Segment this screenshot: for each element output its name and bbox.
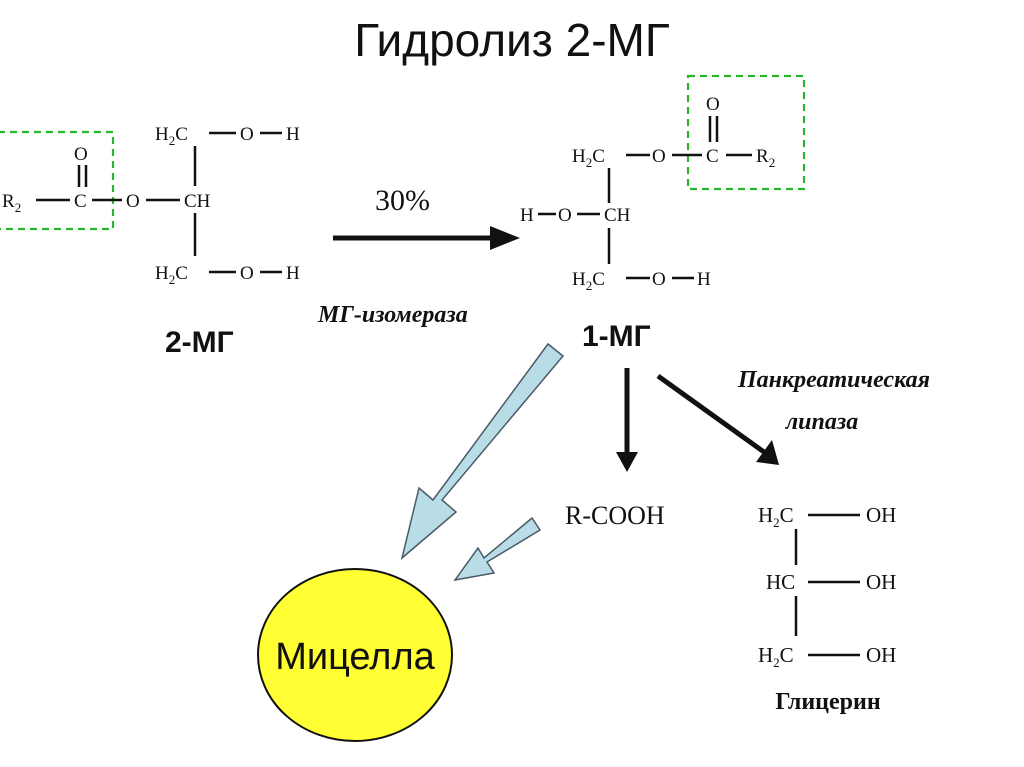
mg1-top-carbon: H2C: [572, 146, 605, 170]
mg2-structure: O R2 C O H2C O H CH H2C O H 2-МГ: [0, 124, 300, 359]
glycerol-middle-oh: OH: [866, 570, 896, 594]
mg2-top-carbon: H2C: [155, 124, 188, 148]
mg2-bottom-carbon: H2C: [155, 263, 188, 287]
mg1-r-group: R2: [756, 146, 775, 170]
mg2-top-oxygen: O: [240, 124, 254, 145]
mg2-carbonyl-oxygen: O: [74, 144, 88, 165]
mg2-acyl-carbon: C: [74, 191, 87, 212]
isomerization-arrow-head: [490, 226, 520, 250]
mg1-label: 1-МГ: [582, 320, 651, 353]
mg1-carbonyl-oxygen: O: [706, 94, 720, 115]
mg1-acyl-carbon: C: [706, 146, 719, 167]
glycerol-arrow-shaft: [656, 373, 766, 455]
lipase-label-line-2: липаза: [785, 409, 858, 435]
micelle: Мицелла: [257, 568, 453, 742]
mg1-middle-ch: CH: [604, 205, 631, 226]
glycerol-label: Глицерин: [775, 689, 881, 715]
glycerol-top-carbon: H2C: [758, 503, 794, 530]
mg2-label: 2-МГ: [165, 326, 234, 359]
micelle-ellipse: [257, 568, 453, 742]
isomerization-percent: 30%: [375, 184, 430, 217]
isomerization-step: 30% МГ-изомераза: [317, 184, 520, 328]
mg1-to-micelle-arrow: [400, 342, 565, 561]
mg2-ester-oxygen: O: [126, 191, 140, 212]
glycerol-bottom-carbon: H2C: [758, 643, 794, 670]
mg1-bottom-carbon: H2C: [572, 269, 605, 293]
page-title: Гидролиз 2-МГ: [354, 14, 670, 66]
mg2-bottom-oxygen: O: [240, 263, 254, 284]
lipase-step: Панкреатическая липаза: [616, 367, 930, 472]
glycerol-arrow-head: [756, 440, 779, 465]
fatty-acid-label: R-COOH: [565, 501, 665, 530]
lipase-label-line-1: Панкреатическая: [737, 367, 930, 393]
mg1-middle-h: H: [520, 205, 534, 226]
acid-to-micelle-arrow: [453, 516, 542, 582]
mg2-r-group: R2: [2, 191, 21, 215]
mg1-bottom-hydrogen: H: [697, 269, 711, 290]
acid-arrow-head: [616, 452, 638, 472]
mg1-structure: O H2C O C R2 H O CH H2C O H 1-МГ: [520, 74, 806, 353]
mg1-bottom-oxygen: O: [652, 269, 666, 290]
glycerol-structure: H2C OH HC OH H2C OH Глицерин: [758, 503, 896, 715]
mg1-middle-oxygen: O: [558, 205, 572, 226]
micelle-label: Мицелла: [275, 636, 435, 678]
isomerase-enzyme-label: МГ-изомераза: [317, 302, 468, 328]
mg1-acyl-highlight-box: [686, 74, 806, 191]
mg1-ester-oxygen: O: [652, 146, 666, 167]
mg2-acyl-highlight-box: [0, 130, 115, 231]
glycerol-middle-carbon: HC: [766, 570, 795, 594]
glycerol-top-oh: OH: [866, 503, 896, 527]
glycerol-bottom-oh: OH: [866, 643, 896, 667]
mg2-top-hydrogen: H: [286, 124, 300, 145]
mg2-middle-ch: CH: [184, 191, 211, 212]
micelle-arrows: [400, 342, 565, 582]
mg2-bottom-hydrogen: H: [286, 263, 300, 284]
